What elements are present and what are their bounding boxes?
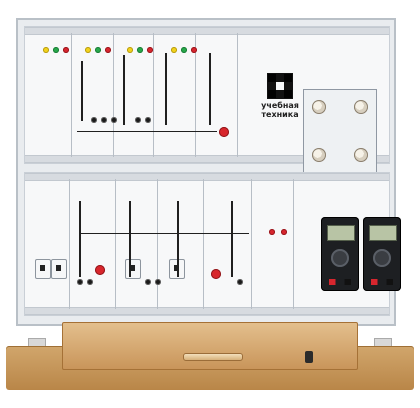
module-divider [251,179,252,309]
multimeter-display [327,225,355,241]
wire [209,53,211,125]
module-divider [153,33,154,157]
red-jack[interactable] [269,229,275,235]
module-divider [115,179,116,309]
black-jack[interactable] [145,117,151,123]
lock-icon[interactable] [305,351,313,363]
red-button[interactable] [95,265,105,275]
module-divider [69,179,70,309]
circuit-breaker-icon[interactable] [125,259,141,279]
black-jack[interactable] [237,279,243,285]
module-divider [203,179,204,309]
lower-rail-bottom [25,307,389,315]
red-jack[interactable] [281,229,287,235]
module-divider [113,33,114,157]
wire [81,61,83,121]
stand-frame: учебная техника [16,18,401,326]
green-jack[interactable] [53,47,59,53]
circuit-breaker-icon[interactable] [35,259,51,279]
yellow-jack[interactable] [171,47,177,53]
module-divider [157,179,158,309]
circuit-breaker-icon[interactable] [51,259,67,279]
brand-logo: учебная техника [257,73,303,137]
black-jack[interactable] [135,117,141,123]
multimeter-display [369,225,397,241]
wire [123,55,125,125]
wire [129,201,131,277]
black-jack[interactable] [145,279,151,285]
black-jack[interactable] [155,279,161,285]
black-jack[interactable] [87,279,93,285]
black-jack[interactable] [101,117,107,123]
multimeter-dial[interactable] [373,249,391,267]
wire [79,201,81,277]
green-jack[interactable] [181,47,187,53]
rotary-knob-icon[interactable] [312,100,326,114]
module-divider [237,33,238,157]
module-divider [195,33,196,157]
module-divider [293,179,294,309]
red-jack[interactable] [191,47,197,53]
upper-rail-top [25,27,389,35]
wire [79,233,249,234]
green-jack[interactable] [95,47,101,53]
lower-panel [24,172,401,316]
yellow-jack[interactable] [85,47,91,53]
red-jack[interactable] [147,47,153,53]
grid-logo-icon [267,73,293,99]
drawer-handle[interactable] [183,353,243,361]
multimeter-jacks[interactable] [329,279,351,285]
wire [231,201,233,277]
red-jack[interactable] [105,47,111,53]
red-button[interactable] [211,269,221,279]
rotary-knob-icon[interactable] [354,148,368,162]
multimeter-jacks[interactable] [371,279,393,285]
yellow-jack[interactable] [127,47,133,53]
multimeter-icon [321,217,359,291]
logo-text: учебная техника [261,101,299,119]
red-button[interactable] [219,127,229,137]
black-jack[interactable] [77,279,83,285]
rotary-knob-icon[interactable] [354,100,368,114]
wire [77,131,217,132]
rotary-knob-icon[interactable] [312,148,326,162]
black-jack[interactable] [91,117,97,123]
drawer[interactable] [62,322,358,370]
yellow-jack[interactable] [43,47,49,53]
lower-rail-top [25,173,389,181]
module-divider [71,33,72,157]
wire [165,53,167,125]
wire [177,201,179,277]
black-jack[interactable] [111,117,117,123]
red-jack[interactable] [63,47,69,53]
green-jack[interactable] [137,47,143,53]
upper-panel: учебная техника [24,26,390,175]
multimeter-dial[interactable] [331,249,349,267]
multimeter-icon [363,217,401,291]
upper-rail-bottom [25,155,389,163]
dial-box [303,89,377,175]
